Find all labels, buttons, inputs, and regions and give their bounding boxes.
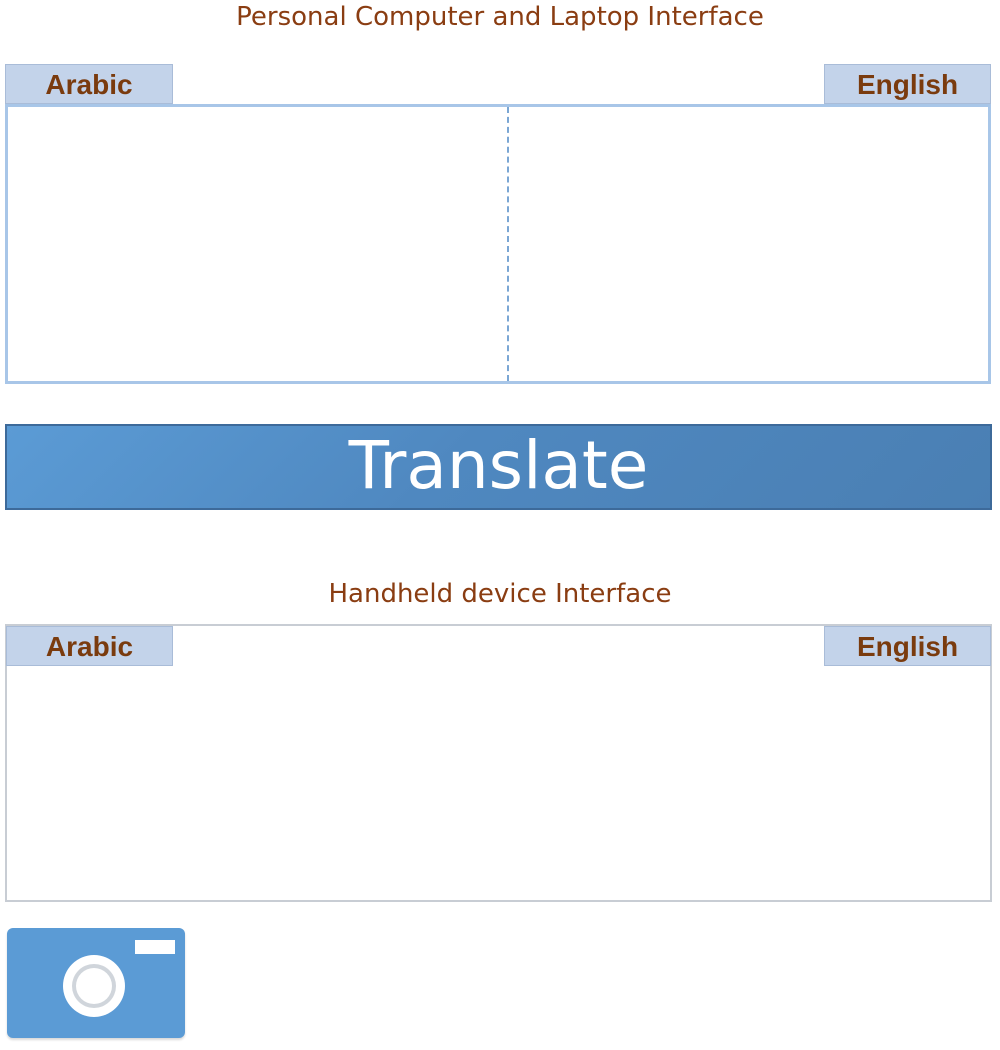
english-output-field[interactable] xyxy=(510,107,988,381)
arabic-input-field[interactable] xyxy=(8,107,506,381)
handheld-interface-title: Handheld device Interface xyxy=(328,579,672,609)
pc-translation-panel xyxy=(5,104,991,384)
handheld-tab-arabic[interactable]: Arabic xyxy=(6,626,173,666)
camera-button[interactable] xyxy=(7,928,185,1038)
translate-button[interactable]: Translate xyxy=(5,424,992,510)
handheld-text-field[interactable] xyxy=(7,668,990,900)
handheld-tab-english[interactable]: English xyxy=(824,626,991,666)
pc-interface-title: Personal Computer and Laptop Interface xyxy=(236,2,764,32)
handheld-translation-panel xyxy=(5,624,992,902)
camera-icon xyxy=(63,940,175,1017)
pc-tab-english[interactable]: English xyxy=(824,64,991,104)
pc-tab-arabic[interactable]: Arabic xyxy=(5,64,173,104)
panel-divider xyxy=(507,107,509,381)
